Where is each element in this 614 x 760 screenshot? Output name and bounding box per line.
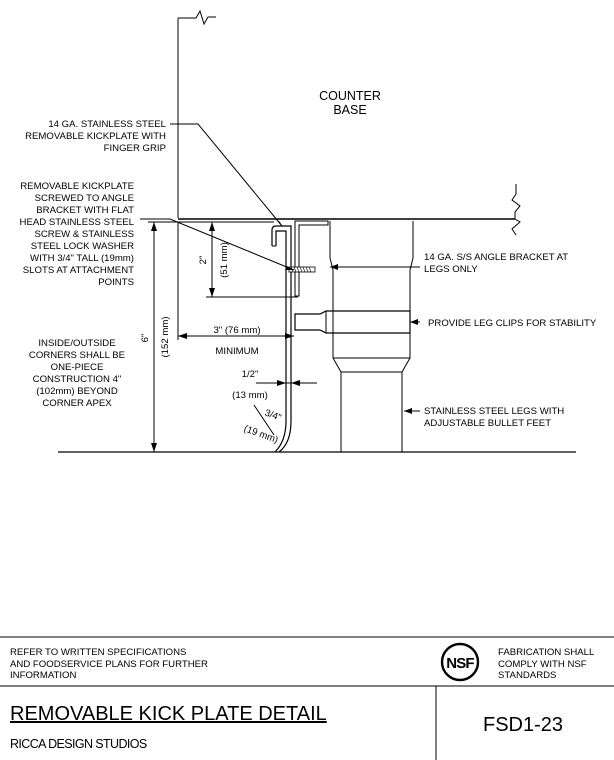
- svg-text:ONE-PIECE: ONE-PIECE: [51, 362, 104, 373]
- dim-two-in: 2": [198, 256, 209, 265]
- dim-minimum: MINIMUM: [215, 346, 258, 357]
- dim-three-in: 3" (76 mm): [213, 325, 260, 336]
- nsf-logo: NSF: [440, 642, 480, 682]
- svg-text:WITH 3/4" TALL (19mm): WITH 3/4" TALL (19mm): [30, 253, 134, 264]
- kickplate-callout: 14 GA. STAINLESS STEEL REMOVABLE KICKPLA…: [25, 119, 167, 154]
- dim-152mm: (152 mm): [160, 316, 171, 357]
- dim-six-in: 6": [140, 334, 151, 343]
- svg-text:BRACKET WITH FLAT: BRACKET WITH FLAT: [36, 205, 134, 216]
- svg-text:CONSTRUCTION 4": CONSTRUCTION 4": [33, 374, 122, 385]
- drawing-title: REMOVABLE KICK PLATE DETAIL: [10, 703, 327, 725]
- svg-text:STAINLESS STEEL LEGS WITH: STAINLESS STEEL LEGS WITH: [424, 406, 564, 417]
- dim-three-quarter-in: 3/4": [263, 408, 283, 424]
- svg-text:REMOVABLE KICKPLATE: REMOVABLE KICKPLATE: [20, 181, 134, 192]
- dim-13mm: (13 mm): [232, 390, 268, 401]
- arrowheads: [151, 218, 418, 452]
- svg-text:LEGS ONLY: LEGS ONLY: [424, 264, 478, 275]
- leg-clips-callout: PROVIDE LEG CLIPS FOR STABILITY: [428, 318, 597, 329]
- corners-callout: INSIDE/OUTSIDE CORNERS SHALL BE ONE-PIEC…: [29, 338, 125, 409]
- counter-break-symbol: [511, 184, 521, 219]
- dim-51mm: (51 mm): [219, 242, 230, 278]
- legs-callout: STAINLESS STEEL LEGS WITH ADJUSTABLE BUL…: [424, 406, 564, 429]
- leg-body: [329, 221, 414, 452]
- angle-bracket: [294, 220, 329, 297]
- svg-text:14 GA. STAINLESS STEEL: 14 GA. STAINLESS STEEL: [48, 119, 166, 130]
- svg-text:14 GA. S/S ANGLE BRACKET AT: 14 GA. S/S ANGLE BRACKET AT: [424, 252, 568, 263]
- sheet-number: FSD1-23: [483, 714, 564, 736]
- svg-text:SCREWED TO ANGLE: SCREWED TO ANGLE: [35, 193, 134, 204]
- wall-break-symbol: [178, 9, 216, 26]
- dim-half-in: 1/2": [242, 369, 259, 380]
- svg-text:NSF: NSF: [446, 655, 474, 672]
- svg-text:STEEL LOCK WASHER: STEEL LOCK WASHER: [31, 241, 134, 252]
- screwed-callout: REMOVABLE KICKPLATE SCREWED TO ANGLE BRA…: [20, 181, 135, 288]
- svg-text:SLOTS AT ATTACHMENT: SLOTS AT ATTACHMENT: [23, 265, 134, 276]
- svg-text:CORNER APEX: CORNER APEX: [42, 398, 112, 409]
- svg-text:SCREW & STAINLESS: SCREW & STAINLESS: [34, 229, 134, 240]
- title-block-frame: [0, 636, 614, 760]
- svg-text:REMOVABLE KICKPLATE WITH: REMOVABLE KICKPLATE WITH: [25, 131, 166, 142]
- dim-19mm: (19 mm): [242, 423, 279, 446]
- leg-clip: [294, 310, 411, 334]
- svg-text:INSIDE/OUTSIDE: INSIDE/OUTSIDE: [38, 338, 115, 349]
- refer-note: REFER TO WRITTEN SPECIFICATIONS AND FOOD…: [10, 647, 208, 682]
- kickplate-profile: [271, 225, 292, 453]
- svg-text:(102mm) BEYOND: (102mm) BEYOND: [36, 386, 118, 397]
- svg-text:ADJUSTABLE BULLET FEET: ADJUSTABLE BULLET FEET: [424, 418, 551, 429]
- angle-bracket-callout: 14 GA. S/S ANGLE BRACKET AT LEGS ONLY: [424, 252, 568, 275]
- fabrication-note: FABRICATION SHALL COMPLY WITH NSF STANDA…: [498, 647, 595, 682]
- svg-text:POINTS: POINTS: [98, 277, 134, 288]
- counter-base-label: COUNTER BASE: [319, 89, 381, 117]
- drawing-geometry: [58, 9, 576, 453]
- svg-text:BASE: BASE: [333, 103, 366, 117]
- svg-text:COUNTER: COUNTER: [319, 89, 381, 103]
- svg-text:CORNERS SHALL BE: CORNERS SHALL BE: [29, 350, 125, 361]
- svg-text:HEAD STAINLESS STEEL: HEAD STAINLESS STEEL: [20, 217, 135, 228]
- svg-text:FINGER GRIP: FINGER GRIP: [104, 143, 166, 154]
- studio-name: RICCA DESIGN STUDIOS: [10, 737, 147, 751]
